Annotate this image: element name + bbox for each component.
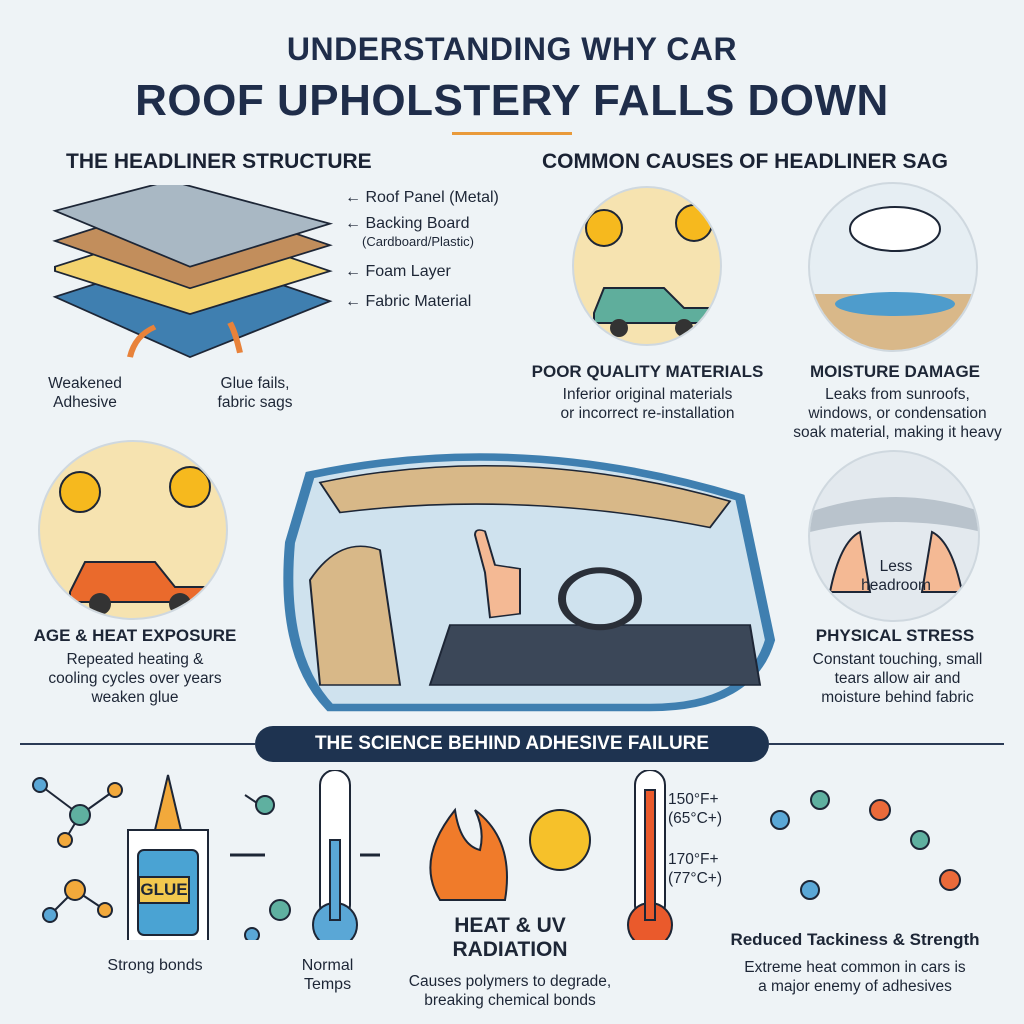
moisture-illustration	[808, 182, 978, 352]
reduced-tackiness-title: Reduced Tackiness & Strength	[730, 930, 980, 949]
layer-label: ← Roof Panel (Metal)	[345, 189, 499, 206]
layer-label: ← Foam Layer	[345, 263, 451, 280]
divider	[769, 743, 1004, 745]
strong-bonds-label: Strong bonds	[107, 957, 203, 974]
age-heat-illustration	[38, 440, 228, 620]
temp-150: 150°F+(65°C+)	[668, 791, 723, 827]
glue-fails-callout: Glue fails,fabric sags	[217, 375, 293, 411]
title-line-2: ROOF UPHOLSTERY FALLS DOWN	[135, 76, 889, 125]
temp-170: 170°F+(77°C+)	[668, 851, 723, 887]
layers-illustration	[52, 185, 334, 359]
cause-title: POOR QUALITY MATERIALS	[531, 362, 764, 381]
cause-desc: Repeated heating &cooling cycles over ye…	[48, 651, 222, 706]
structure-heading: THE HEADLINER STRUCTURE	[66, 150, 372, 173]
title-underline	[452, 132, 572, 135]
title-line-1: UNDERSTANDING WHY CAR	[286, 31, 738, 67]
divider	[20, 743, 255, 745]
cause-title: AGE & HEAT EXPOSURE	[33, 626, 237, 645]
cause-title: PHYSICAL STRESS	[815, 626, 975, 645]
glue-label: GLUE	[138, 876, 190, 904]
car-interior-illustration	[283, 453, 776, 712]
cause-desc: Leaks from sunroofs,windows, or condensa…	[793, 386, 1002, 441]
science-banner: THE SCIENCE BEHIND ADHESIVE FAILURE	[255, 726, 769, 762]
layer-label: ← Fabric Material	[345, 293, 472, 310]
layer-label: ← Backing Board	[345, 215, 470, 232]
heat-uv-desc: Causes polymers to degrade,breaking chem…	[408, 973, 612, 1009]
cause-title: MOISTURE DAMAGE	[810, 362, 980, 381]
layer-sublabel: (Cardboard/Plastic)	[362, 234, 474, 249]
poor-quality-illustration	[572, 186, 722, 346]
causes-heading: COMMON CAUSES OF HEADLINER SAG	[542, 150, 949, 173]
